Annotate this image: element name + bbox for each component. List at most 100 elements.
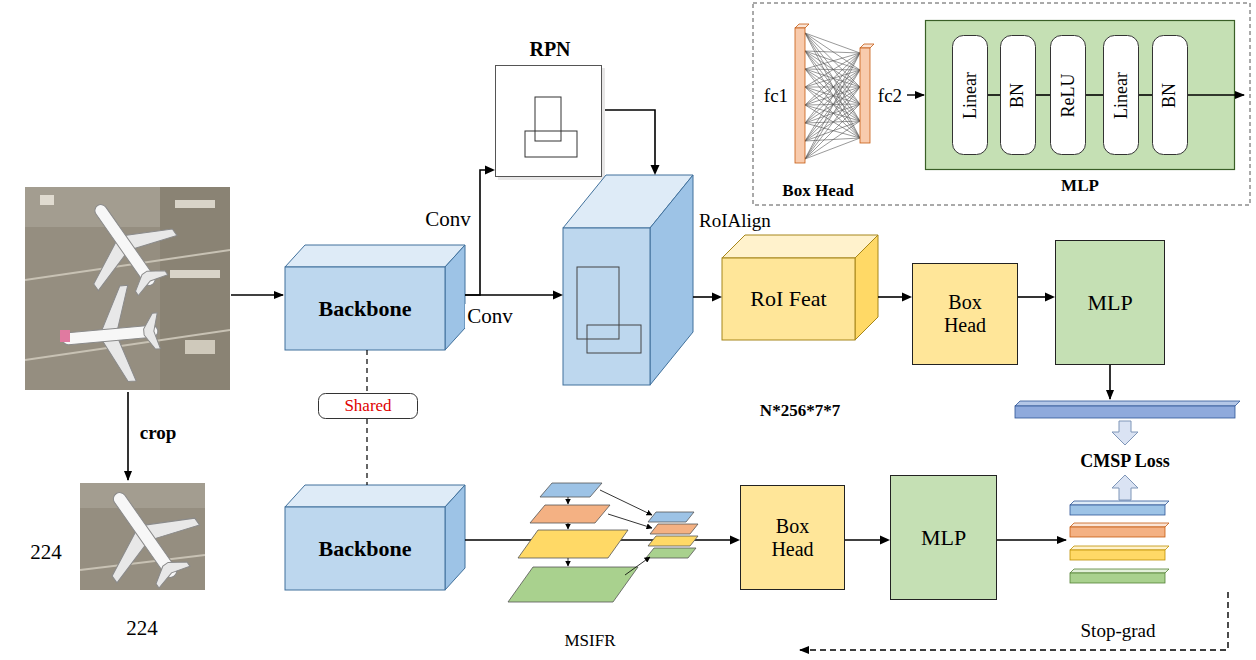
layer-label: fc1 — [764, 85, 788, 106]
feature-map-shape — [563, 175, 693, 385]
rpn-panel: RPN — [495, 35, 605, 180]
text-area: Backbone — [285, 267, 445, 350]
fc-layers — [795, 24, 874, 163]
connector — [367, 350, 368, 393]
connector — [878, 293, 912, 302]
embedding-stack — [1070, 501, 1169, 583]
dimension-label: N*256*7*7 — [760, 401, 840, 420]
module-label-holder: MSIFR — [440, 631, 740, 651]
connector — [1086, 95, 1103, 96]
hollow-arrow — [1112, 421, 1138, 445]
size-label-holder: 224 — [0, 540, 196, 565]
text-area: RoIAlign — [697, 210, 807, 232]
text-area: Linear — [1103, 35, 1139, 155]
connector-line — [693, 296, 713, 298]
node-label: Linear — [960, 72, 981, 119]
layer-box: Linear — [1103, 35, 1139, 155]
connector-line — [845, 539, 881, 541]
layer-box: BN — [1152, 35, 1188, 155]
detail-frame — [753, 3, 1250, 205]
mlp-output-arrow — [997, 539, 1066, 541]
stop-grad-arrow — [800, 592, 1228, 650]
note-label-holder: Stop-grad — [968, 620, 1256, 642]
loss-label-holder: CMSP Loss — [975, 451, 1256, 472]
text-area: RPN — [495, 35, 605, 63]
shared-tag: Shared — [318, 393, 418, 419]
node-label: BN — [1007, 82, 1028, 107]
feature-pyramid — [508, 483, 698, 602]
node-label: ReLU — [1058, 73, 1079, 117]
size-label: 224 — [30, 540, 62, 564]
feature-map: RoIAlign — [563, 175, 693, 385]
edge-label: Conv — [465, 304, 515, 328]
connector-line — [988, 94, 1000, 96]
node-label: BN — [1159, 82, 1180, 107]
step-label: crop — [140, 422, 177, 443]
text-area: MLP — [890, 475, 997, 600]
node-label: Shared — [344, 396, 391, 416]
text-area: BN — [1152, 35, 1188, 155]
text-area: RoI Feat — [722, 258, 855, 340]
arrowhead — [712, 293, 722, 302]
text-area: Box Head — [740, 485, 845, 590]
layer-label: fc2 — [878, 85, 902, 106]
arrowhead — [651, 165, 660, 175]
arrowhead — [1045, 293, 1055, 302]
fc-connections — [805, 33, 860, 159]
connector — [367, 419, 368, 485]
node-label: RoI Feat — [750, 286, 826, 312]
text-area: Box Head — [912, 263, 1018, 365]
fc2-arrow — [907, 94, 924, 95]
connector-line — [1086, 94, 1103, 96]
node-label: RPN — [529, 38, 570, 61]
connector — [465, 291, 563, 300]
arrowhead — [902, 293, 912, 302]
text-area: Backbone — [285, 507, 445, 590]
connector — [693, 293, 722, 302]
layer-box: Linear — [952, 35, 988, 155]
node-label: Box Head — [935, 291, 995, 337]
text-area: MLP — [925, 172, 1235, 200]
box-head-block: Box Head — [740, 485, 845, 590]
node-label: MLP — [1087, 290, 1132, 316]
node-label: Linear — [1111, 72, 1132, 119]
arrowhead — [553, 291, 563, 300]
crop-arrow — [127, 392, 129, 480]
part-label: Box Head — [782, 181, 853, 200]
note-label: Stop-grad — [1081, 620, 1156, 641]
connector — [605, 110, 660, 175]
airport-image — [25, 187, 230, 390]
mlp-exit-arrow — [1188, 94, 1244, 95]
layer-box: ReLU — [1050, 35, 1086, 155]
arrowhead — [485, 166, 495, 175]
size-label: 224 — [126, 616, 158, 640]
arrowhead — [880, 536, 890, 545]
cropped-image — [80, 483, 205, 590]
connector-line — [366, 350, 367, 393]
text-area: Linear — [952, 35, 988, 155]
edge-label: Conv — [423, 207, 473, 231]
connector-line — [465, 294, 554, 296]
embedding-bar — [1015, 401, 1240, 418]
connector — [988, 95, 1000, 96]
text-area: BN — [1000, 35, 1036, 155]
node-label: MLP — [921, 525, 966, 551]
arrowhead — [730, 536, 740, 545]
part-label-holder: Box Head — [668, 181, 968, 201]
connector — [1139, 95, 1152, 96]
loss-label: CMSP Loss — [1080, 451, 1170, 471]
box-head-block: Box Head — [912, 263, 1018, 365]
connector-line — [465, 170, 486, 295]
backbone-block: Backbone — [285, 245, 465, 350]
node-label: Box Head — [763, 515, 823, 561]
roi-feature-block: RoI Feat — [722, 235, 878, 340]
connector-line — [1018, 296, 1046, 298]
connector-line — [1139, 94, 1152, 96]
connector — [845, 536, 890, 545]
text-area: ReLU — [1050, 35, 1086, 155]
mlp-output-arrow — [1109, 365, 1111, 399]
node-label: RoIAlign — [697, 210, 773, 232]
edge-label-holder: Conv — [298, 207, 598, 232]
mlp-detail-panel: MLP Linear BN ReLU Linear BN — [925, 20, 1235, 200]
